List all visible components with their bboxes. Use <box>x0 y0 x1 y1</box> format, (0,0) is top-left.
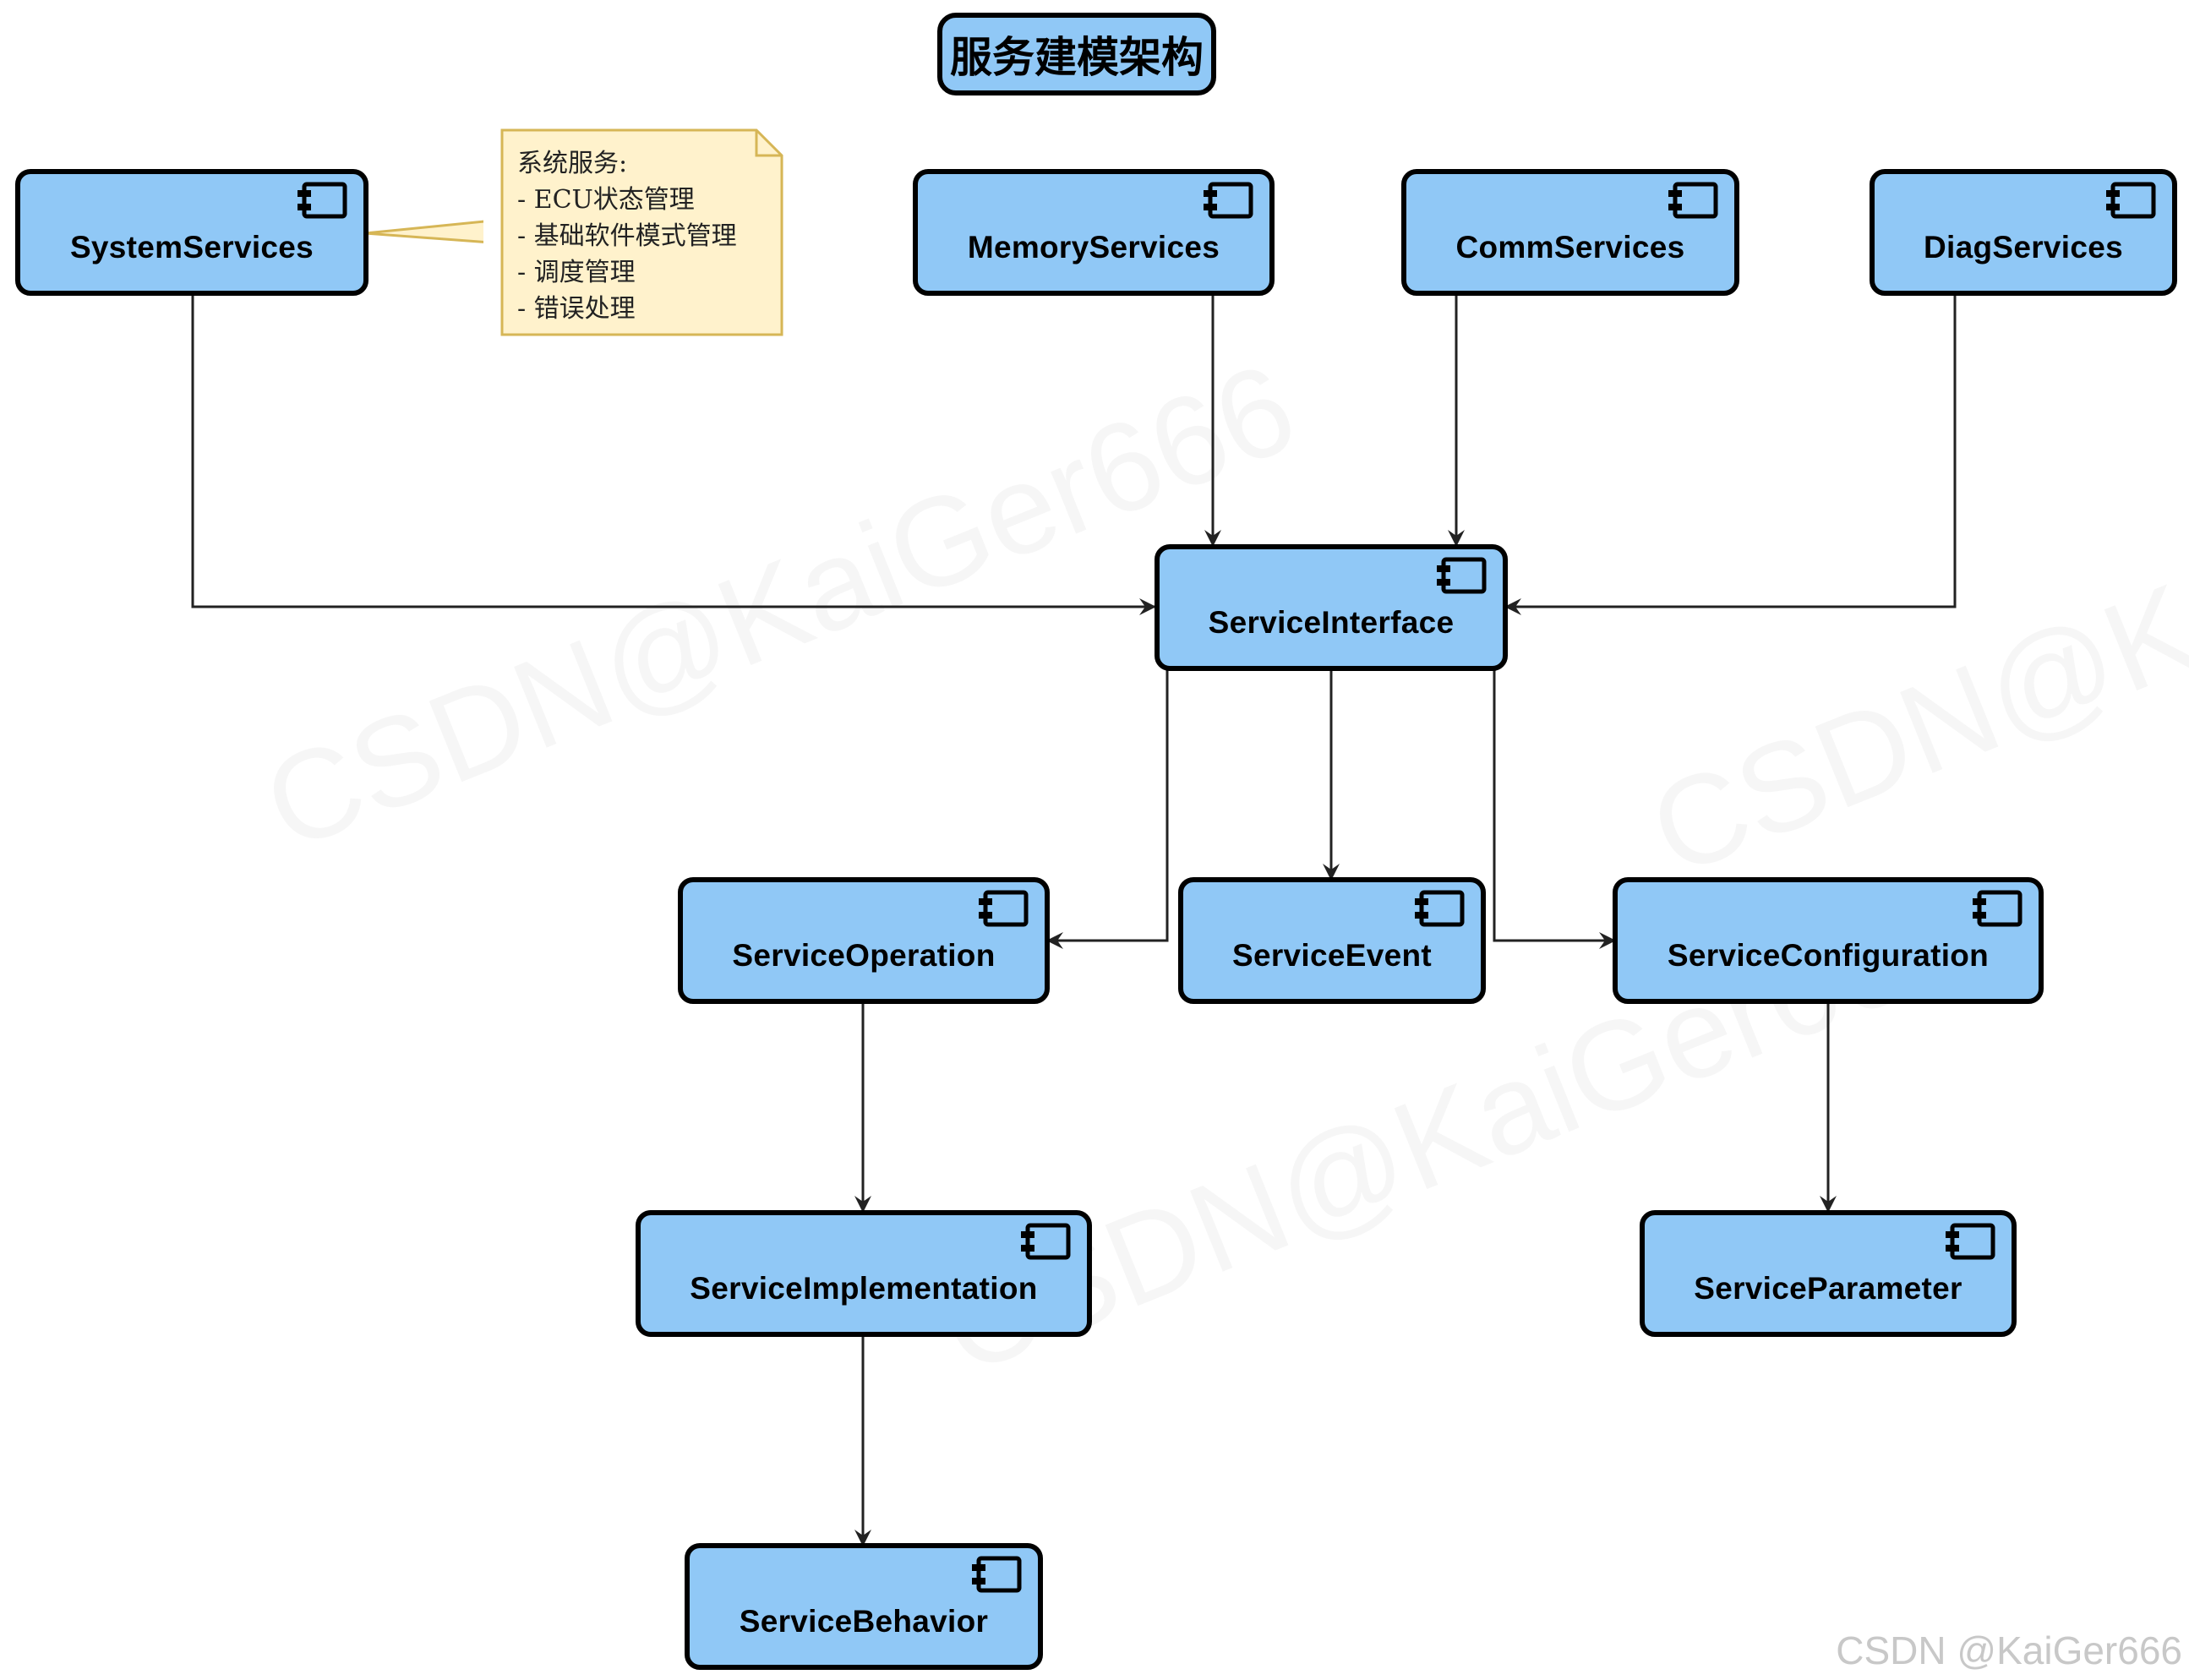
diagram-title: 服务建模架构 <box>937 13 1216 95</box>
node-system-services[interactable]: SystemServices <box>15 169 368 296</box>
node-label: ServiceInterface <box>1208 605 1455 640</box>
edge-interface-to-configuration <box>1493 669 1616 949</box>
component-icon <box>1202 181 1254 220</box>
node-label: ServiceConfiguration <box>1667 938 1990 973</box>
node-label: CommServices <box>1455 230 1685 265</box>
component-icon <box>1667 181 1719 220</box>
node-label: ServiceImplementation <box>690 1271 1038 1306</box>
note-line: 系统服务: <box>517 149 628 178</box>
node-label: ServiceOperation <box>732 938 996 973</box>
node-label: SystemServices <box>69 230 314 265</box>
note-line: - 错误处理 <box>517 294 636 324</box>
node-label: DiagServices <box>1923 230 2124 265</box>
component-icon <box>1944 1222 1996 1261</box>
node-label: ServiceEvent <box>1231 938 1433 973</box>
component-icon <box>970 1555 1023 1594</box>
node-service-event[interactable]: ServiceEvent <box>1178 877 1486 1004</box>
component-icon <box>977 889 1029 928</box>
node-service-interface[interactable]: ServiceInterface <box>1155 544 1508 671</box>
note-line: - 调度管理 <box>517 258 636 287</box>
footer-watermark: CSDN @KaiGer666 <box>1836 1628 2182 1672</box>
component-icon <box>296 181 348 220</box>
component-icon <box>1019 1222 1072 1261</box>
node-service-operation[interactable]: ServiceOperation <box>678 877 1050 1004</box>
component-icon <box>2104 181 2157 220</box>
node-comm-services[interactable]: CommServices <box>1401 169 1739 296</box>
edge-interface-to-operation <box>1046 669 1169 949</box>
component-icon <box>1435 556 1488 595</box>
node-label: ServiceParameter <box>1694 1271 1962 1306</box>
component-icon <box>1413 889 1466 928</box>
node-memory-services[interactable]: MemoryServices <box>913 169 1275 296</box>
note-pointer <box>365 220 483 243</box>
node-label: MemoryServices <box>967 230 1220 265</box>
node-service-behavior[interactable]: ServiceBehavior <box>685 1543 1043 1670</box>
edge-system-to-interface <box>191 294 1156 615</box>
note-system-services: 系统服务: - ECU状态管理 - 基础软件模式管理 - 调度管理 - 错误处理 <box>500 128 783 336</box>
note-text: 系统服务: - ECU状态管理 - 基础软件模式管理 - 调度管理 - 错误处理 <box>517 145 737 327</box>
node-diag-services[interactable]: DiagServices <box>1870 169 2177 296</box>
component-icon <box>1971 889 2023 928</box>
note-line: - ECU状态管理 <box>517 185 695 215</box>
node-service-parameter[interactable]: ServiceParameter <box>1640 1210 2017 1337</box>
node-label: ServiceBehavior <box>739 1604 989 1639</box>
node-service-configuration[interactable]: ServiceConfiguration <box>1613 877 2044 1004</box>
note-line: - 基础软件模式管理 <box>517 221 737 251</box>
node-service-implementation[interactable]: ServiceImplementation <box>636 1210 1092 1337</box>
edge-diag-to-interface <box>1504 294 1957 615</box>
